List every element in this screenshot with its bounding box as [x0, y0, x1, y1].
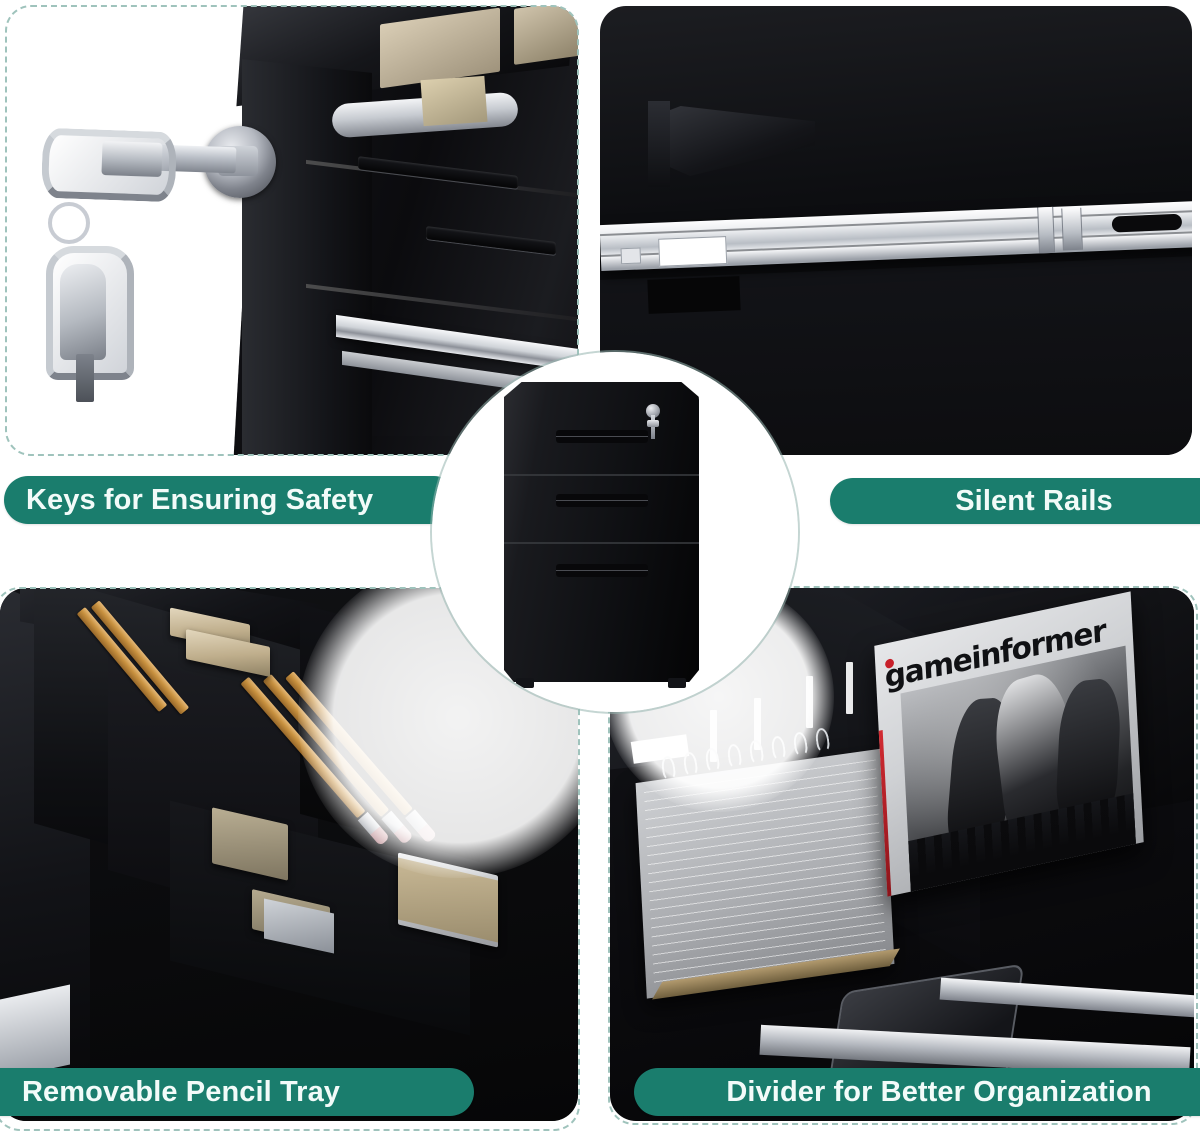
drawer-seam — [504, 474, 699, 476]
key-ring — [48, 202, 90, 244]
feature-label-text: Silent Rails — [955, 484, 1113, 517]
rail-ball-bearing-block — [1037, 206, 1056, 254]
key-blade — [651, 415, 655, 439]
feature-panel-rails — [600, 6, 1192, 455]
feature-label-divider[interactable]: Divider for Better Organization — [634, 1068, 1200, 1116]
feature-label-rails[interactable]: Silent Rails — [830, 478, 1200, 524]
rail-mounting-bracket — [648, 101, 670, 187]
key-bow — [647, 420, 659, 427]
rail-ball-bearing-block — [1061, 207, 1083, 251]
panel-shade — [6, 6, 578, 455]
drawer-handle — [556, 494, 648, 507]
feature-panel-keys — [6, 6, 578, 455]
rail-cutout — [620, 247, 642, 265]
feature-label-pencil-tray[interactable]: Removable Pencil Tray — [0, 1068, 474, 1116]
key-blade — [76, 354, 94, 402]
rail-slot — [1111, 213, 1183, 233]
key-head — [60, 264, 106, 360]
drawer-handle — [556, 430, 648, 443]
caster — [668, 678, 686, 688]
rail-cutout — [658, 236, 728, 267]
cabinet-tab — [647, 276, 741, 314]
drawer-slide-rail — [600, 176, 1192, 272]
cabinet-lock — [646, 404, 660, 418]
product-circle-inset — [432, 352, 798, 712]
drawer-seam — [504, 542, 699, 544]
feature-label-text: Divider for Better Organization — [726, 1075, 1152, 1108]
product-circle-photo — [432, 352, 798, 712]
caster — [516, 678, 534, 688]
feature-label-text: Keys for Ensuring Safety — [26, 483, 374, 516]
magazine: gameinformer — [874, 591, 1144, 897]
cabinet-body — [504, 382, 699, 682]
rail-mounting-bracket — [655, 106, 815, 176]
feature-label-text: Removable Pencil Tray — [22, 1075, 341, 1108]
feature-label-keys[interactable]: Keys for Ensuring Safety — [4, 476, 458, 524]
feature-panel-pencil-tray — [0, 588, 578, 1121]
drawer-handle — [556, 564, 648, 577]
divider-notch — [846, 662, 853, 714]
rail-bracket — [0, 984, 70, 1080]
